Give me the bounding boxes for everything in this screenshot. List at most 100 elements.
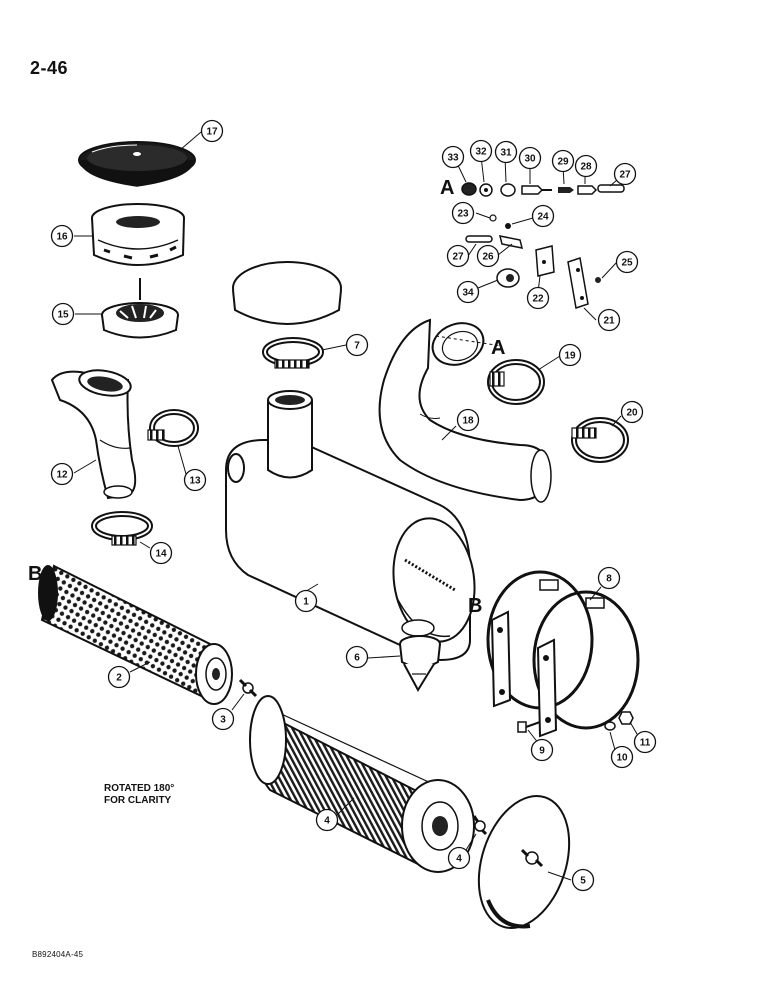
callout-number: 16 (56, 232, 68, 243)
part-11-nut (618, 711, 634, 725)
part-2-safety-filter-element (38, 564, 233, 705)
callout-number: 4 (456, 854, 462, 865)
page-number: 2-46 (30, 58, 69, 78)
callout-circle (183, 468, 207, 492)
callout-19: 19 (558, 343, 582, 367)
callout-number: 11 (640, 738, 651, 749)
callout-32: 32 (469, 139, 493, 163)
callout-circle (526, 286, 550, 310)
callout-circle (469, 139, 493, 163)
callout-number: 27 (619, 170, 631, 181)
callout-number: 4 (324, 816, 330, 827)
callout-number: 25 (621, 258, 633, 269)
view-letter-b-element: B (28, 563, 42, 585)
callout-circle (597, 566, 621, 590)
callout-circle (51, 302, 75, 326)
callout-number: 3 (220, 715, 226, 726)
callout-number: 2 (116, 673, 122, 684)
callout-circle (345, 645, 369, 669)
callout-circle (50, 462, 74, 486)
callout-circle (315, 808, 339, 832)
callout-21: 21 (597, 308, 621, 332)
callout-25: 25 (615, 250, 639, 274)
part-19-hose-clamp (487, 359, 545, 405)
callout-circle (294, 589, 318, 613)
callout-circle (620, 400, 644, 424)
figure-code: B892404A-45 (32, 950, 84, 959)
callout-circle (447, 846, 471, 870)
rotated-note-line-2: FOR CLARITY (104, 795, 172, 806)
callout-11: 11 (633, 730, 657, 754)
callout-number: 19 (564, 351, 576, 362)
part-4-wing-nut-upper (238, 678, 258, 698)
callout-circle (615, 250, 639, 274)
callout-16: 16 (50, 224, 74, 248)
callout-number: 6 (354, 653, 360, 664)
callout-circle (107, 665, 131, 689)
view-letter-group: A A B B (28, 177, 505, 617)
callout-number: 14 (155, 549, 167, 560)
callout-22: 22 (526, 286, 550, 310)
callout-circle (633, 730, 657, 754)
callout-circle (50, 224, 74, 248)
callout-3: 3 (211, 707, 235, 731)
callout-27: 27 (446, 244, 470, 268)
part-14-hose-clamp (91, 511, 153, 546)
callout-9: 9 (530, 738, 554, 762)
callout-circle (476, 244, 500, 268)
callout-10: 10 (610, 745, 634, 769)
callout-number: 30 (524, 154, 536, 165)
callout-7: 7 (345, 333, 369, 357)
callout-circle (530, 738, 554, 762)
callout-23: 23 (451, 201, 475, 225)
callout-number: 32 (475, 147, 487, 158)
callout-number: 5 (580, 876, 586, 887)
callout-33: 33 (441, 145, 465, 169)
callout-30: 30 (518, 146, 542, 170)
view-letter-b-bands: B (468, 595, 482, 617)
callout-number: 33 (447, 153, 459, 164)
callout-number: 28 (580, 162, 592, 173)
part-13-hose-clamp (147, 409, 199, 447)
callout-1: 1 (294, 589, 318, 613)
callout-4: 4 (447, 846, 471, 870)
callout-15: 15 (51, 302, 75, 326)
callout-circle (551, 149, 575, 173)
callout-circle (597, 308, 621, 332)
callout-number: 20 (626, 408, 638, 419)
callout-27: 27 (613, 162, 637, 186)
callout-number: 8 (606, 574, 612, 585)
callout-8: 8 (597, 566, 621, 590)
callout-number: 10 (616, 753, 628, 764)
callout-circle (200, 119, 224, 143)
callout-4: 4 (315, 808, 339, 832)
callout-circle (610, 745, 634, 769)
part-16-precleaner-bowl (91, 203, 185, 266)
callout-number: 1 (303, 597, 309, 608)
callout-circle (571, 868, 595, 892)
callout-number: 18 (462, 416, 474, 427)
callout-circle (494, 140, 518, 164)
callout-number: 24 (537, 212, 549, 223)
part-12-inlet-elbow-hose (50, 369, 137, 500)
callout-17: 17 (200, 119, 224, 143)
callout-number: 26 (482, 252, 494, 263)
callout-circle (531, 204, 555, 228)
callout-13: 13 (183, 468, 207, 492)
part-1-air-cleaner-housing (225, 390, 476, 662)
part-17-air-cleaner-top-cap (78, 141, 196, 187)
callout-number: 23 (457, 209, 469, 220)
callout-2: 2 (107, 665, 131, 689)
callout-number: 17 (206, 127, 218, 138)
callout-5: 5 (571, 868, 595, 892)
callout-number: 29 (557, 157, 569, 168)
part-7-outlet-cap-and-clamp (232, 261, 342, 369)
callout-circle (456, 280, 480, 304)
part-3-primary-filter-element (249, 695, 475, 873)
callout-number: 13 (189, 476, 201, 487)
callout-28: 28 (574, 154, 598, 178)
callout-circle (456, 408, 480, 432)
part-10-washer (604, 721, 616, 731)
rotated-note: ROTATED 180° FOR CLARITY (104, 783, 194, 807)
